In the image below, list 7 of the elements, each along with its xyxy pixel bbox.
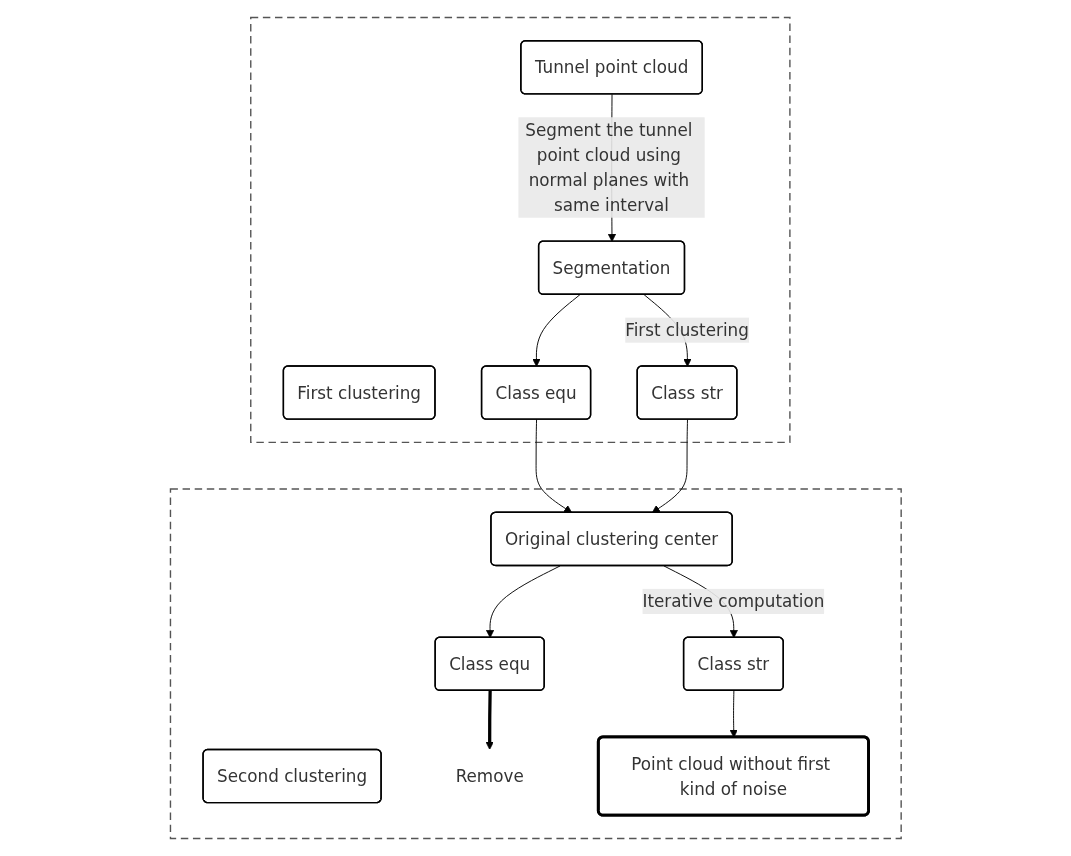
cluster	[249, 16, 791, 444]
edge-label: Iterative computation	[642, 591, 825, 612]
arrow	[485, 690, 494, 750]
node-text: Remove	[455, 766, 524, 786]
edge-label: First clustering	[624, 320, 749, 340]
cluster	[169, 488, 902, 840]
edge-label: Segment the tunnel point cloud using normal planes with same interval	[525, 119, 693, 216]
